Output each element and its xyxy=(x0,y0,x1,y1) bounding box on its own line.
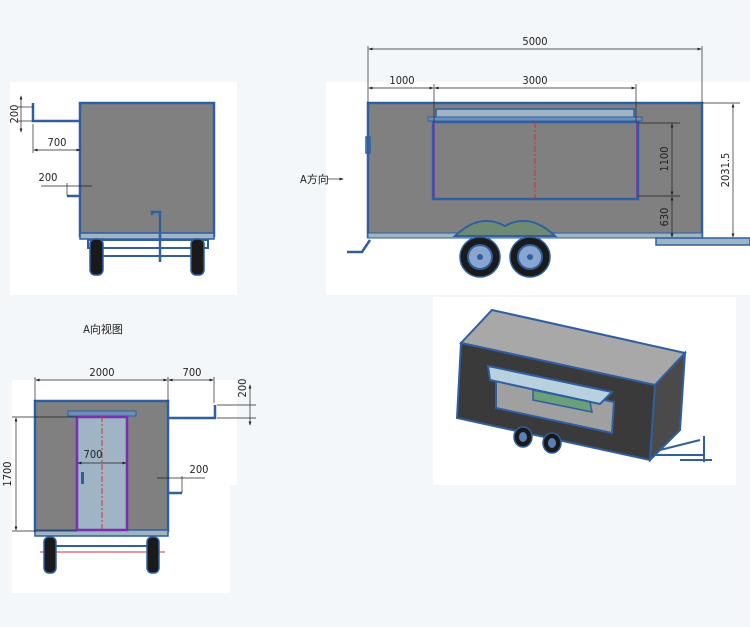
dim-window-height: 1100 xyxy=(658,146,671,171)
iso-tow-bar xyxy=(655,439,712,461)
dim-total-length: 5000 xyxy=(522,35,547,48)
rear-wheel-right xyxy=(146,536,160,574)
dim-front-handle-offset: 700 xyxy=(48,136,67,149)
dim-rear-step-offset: 200 xyxy=(190,463,209,476)
side-wheel-front xyxy=(459,236,501,278)
tow-bar xyxy=(655,237,750,246)
dim-sill-height: 630 xyxy=(658,208,671,227)
front-wheel-left xyxy=(89,238,104,276)
dim-total-height: 2031.5 xyxy=(719,153,732,188)
iso-counter xyxy=(532,389,593,413)
dim-front-handle-height: 200 xyxy=(8,105,21,124)
rear-view-title: A向视图 xyxy=(83,322,123,336)
side-view: 5000 1000 3000 1100 630 2031.5 A方向 xyxy=(300,35,750,295)
dim-rear-handle-height: 200 xyxy=(236,379,249,398)
rear-view: A向视图 2000 700 200 1700 700 200 xyxy=(1,322,256,593)
rear-wheel-left xyxy=(43,536,57,574)
dim-door-width: 700 xyxy=(84,448,103,461)
dim-rear-height: 1700 xyxy=(1,461,14,486)
iso-awning xyxy=(486,364,615,406)
iso-end xyxy=(648,350,687,463)
side-wheel-rear xyxy=(509,236,551,278)
front-view: 200 700 200 xyxy=(8,82,237,295)
view-direction-label: A方向 xyxy=(300,172,329,186)
dim-rear-handle-offset: 700 xyxy=(183,366,202,379)
wheel-fender xyxy=(452,219,558,237)
dim-front-step-offset: 200 xyxy=(39,171,58,184)
front-box xyxy=(78,101,216,238)
front-wheel-right xyxy=(190,238,205,276)
isometric-view xyxy=(433,297,736,485)
dim-window-width: 3000 xyxy=(522,74,547,87)
dim-window-offset: 1000 xyxy=(389,74,414,87)
dim-rear-width: 2000 xyxy=(89,366,114,379)
